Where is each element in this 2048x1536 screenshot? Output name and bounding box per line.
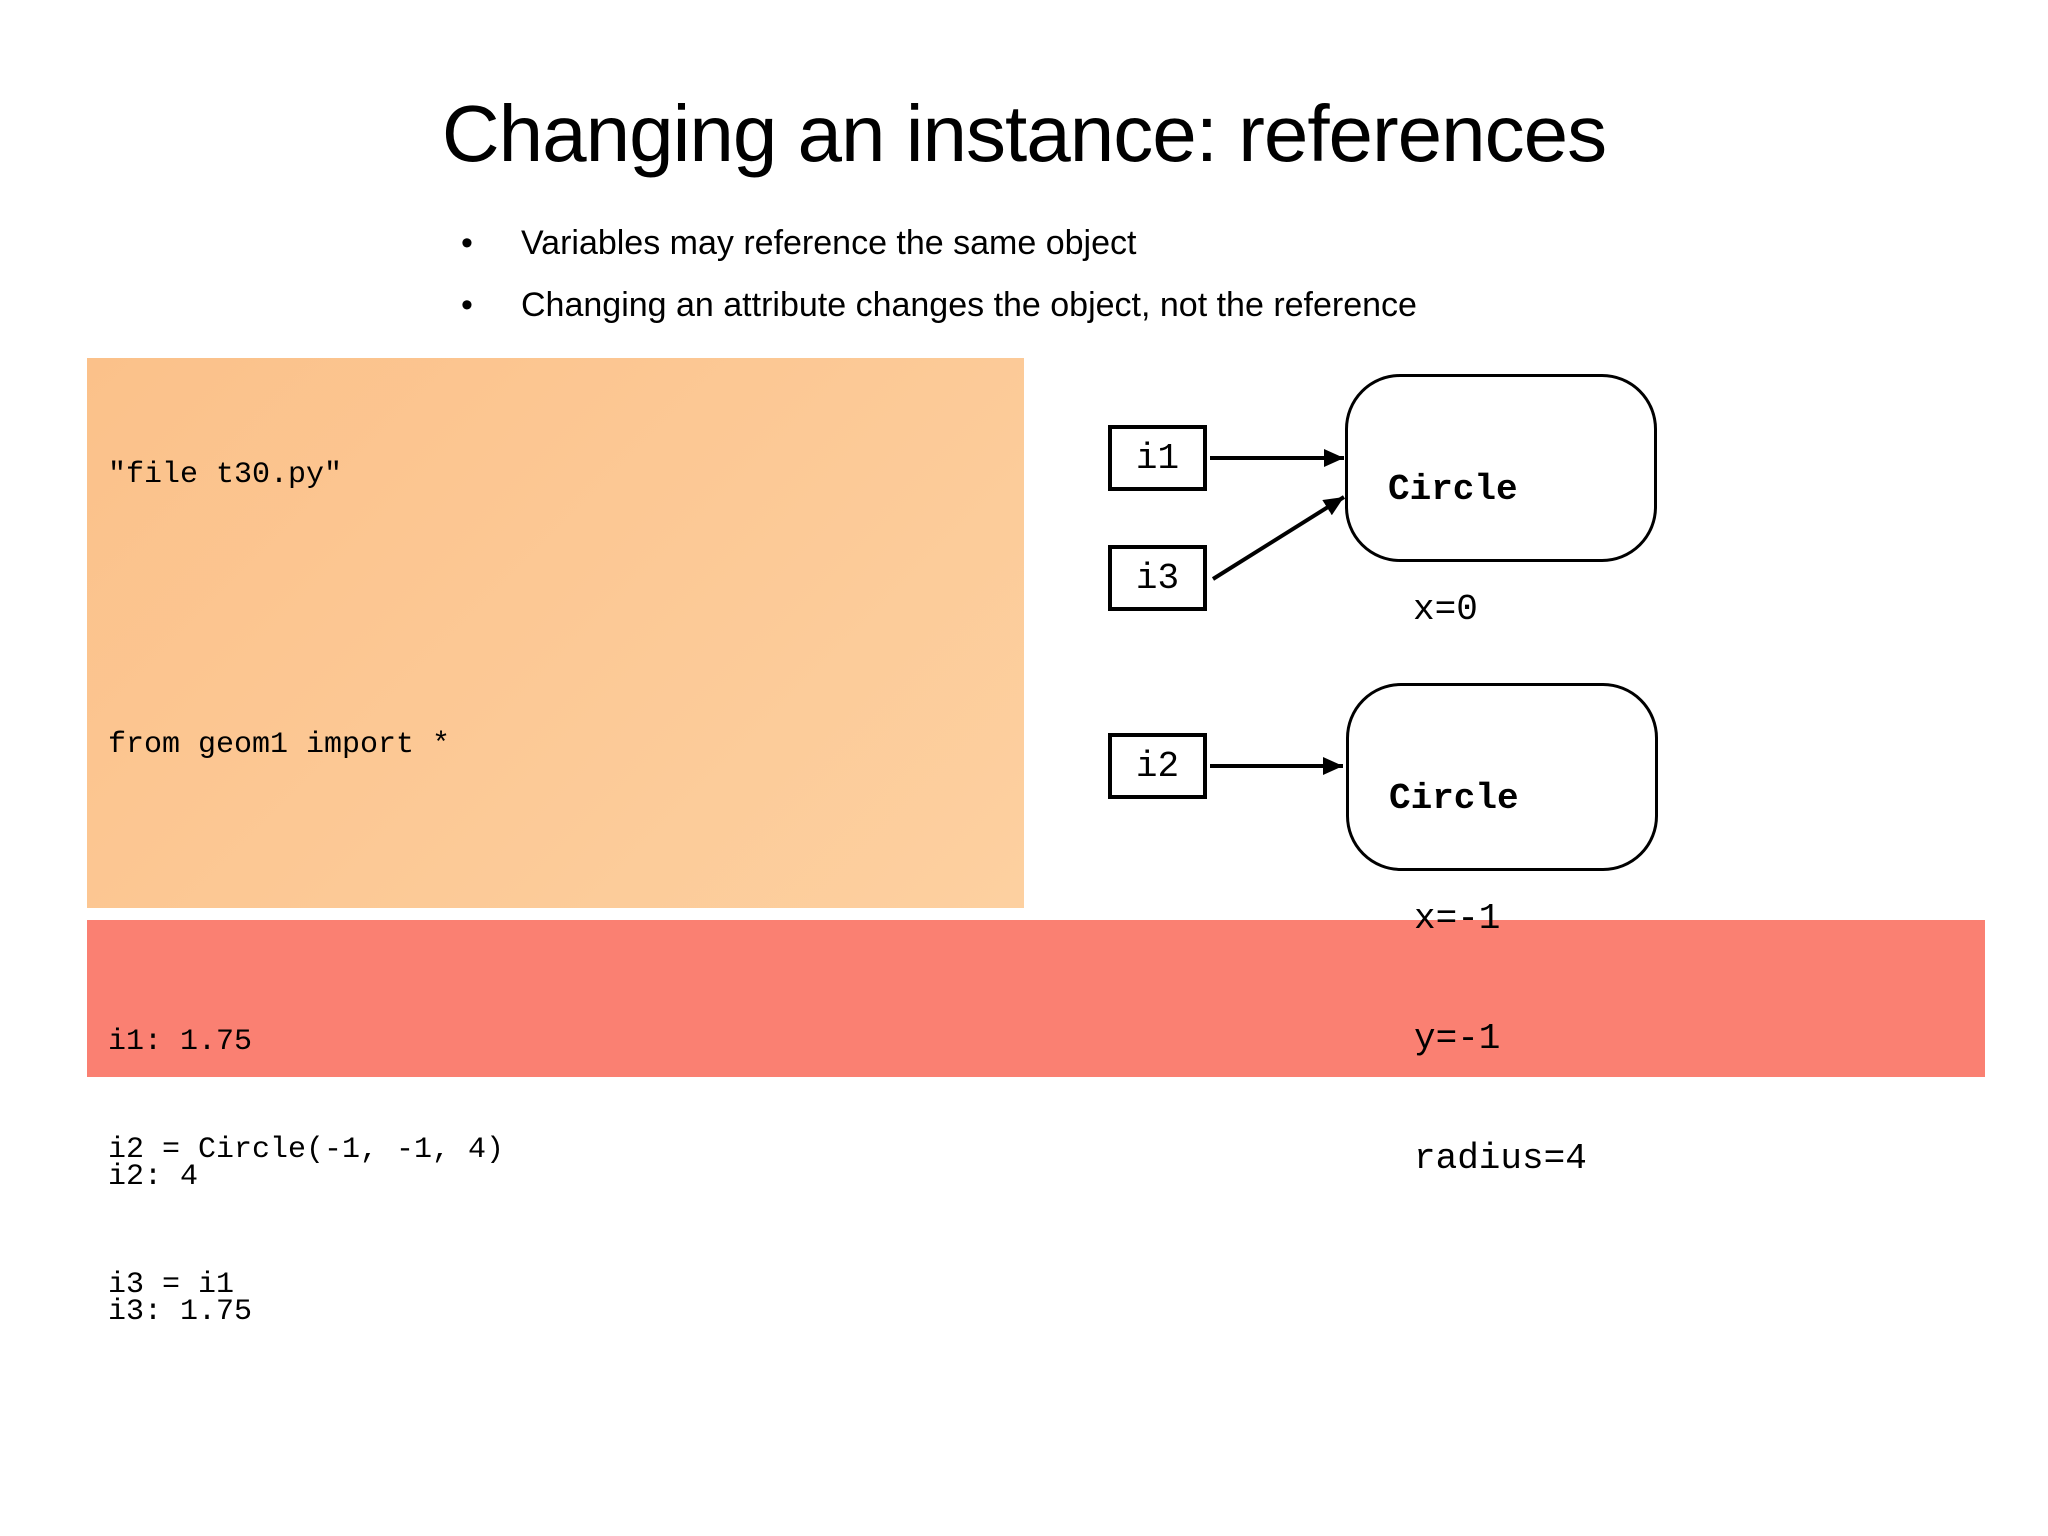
object-node-circle2: Circle x=-1 y=-1 radius=4 bbox=[1346, 683, 1658, 1179]
code-line bbox=[108, 858, 1024, 903]
bullet-text: Changing an attribute changes the object… bbox=[521, 285, 1417, 324]
program-output-block: i1: 1.75 i2: 4 i3: 1.75 bbox=[87, 920, 1985, 1329]
output-line: i2: 4 bbox=[108, 1160, 199, 1194]
object-node-circle1: Circle x=0 y=2 radius=1 bbox=[1345, 374, 1657, 870]
slide-title: Changing an instance: references bbox=[441, 89, 1607, 178]
object-attribute: y=-1 bbox=[1414, 1018, 1501, 1059]
object-attribute: x=0 bbox=[1413, 589, 1478, 630]
bullet-item: • Variables may reference the same objec… bbox=[455, 212, 1417, 274]
bullet-item: • Changing an attribute changes the obje… bbox=[455, 274, 1417, 336]
object-attribute: radius=4 bbox=[1414, 1138, 1587, 1179]
output-line: i3: 1.75 bbox=[108, 1295, 253, 1329]
bullet-dot-icon: • bbox=[461, 223, 473, 262]
code-line: "file t30.py" bbox=[108, 458, 343, 492]
bullet-list: • Variables may reference the same objec… bbox=[455, 212, 1417, 336]
code-line: i3 = i1 bbox=[108, 1268, 235, 1302]
output-line: i1: 1.75 bbox=[108, 1025, 253, 1059]
bullet-dot-icon: • bbox=[461, 285, 473, 324]
variable-box-i3: i3 bbox=[1108, 545, 1207, 611]
object-class-name: Circle bbox=[1389, 778, 1519, 819]
variable-box-i2: i2 bbox=[1108, 733, 1207, 799]
variable-label: i3 bbox=[1135, 557, 1180, 599]
variable-label: i2 bbox=[1135, 745, 1180, 787]
object-class-name: Circle bbox=[1388, 469, 1518, 510]
object-attribute: x=-1 bbox=[1414, 898, 1501, 939]
code-block: "file t30.py" from geom1 import * i1 = C… bbox=[87, 358, 1024, 1302]
code-line: i2 = Circle(-1, -1, 4) bbox=[108, 1133, 505, 1167]
arrow-i3-to-circle1 bbox=[1211, 495, 1346, 581]
code-line bbox=[108, 588, 1024, 633]
variable-label: i1 bbox=[1135, 437, 1180, 479]
variable-box-i1: i1 bbox=[1108, 425, 1207, 491]
bullet-text: Variables may reference the same object bbox=[521, 223, 1137, 262]
code-line: from geom1 import * bbox=[108, 728, 451, 762]
